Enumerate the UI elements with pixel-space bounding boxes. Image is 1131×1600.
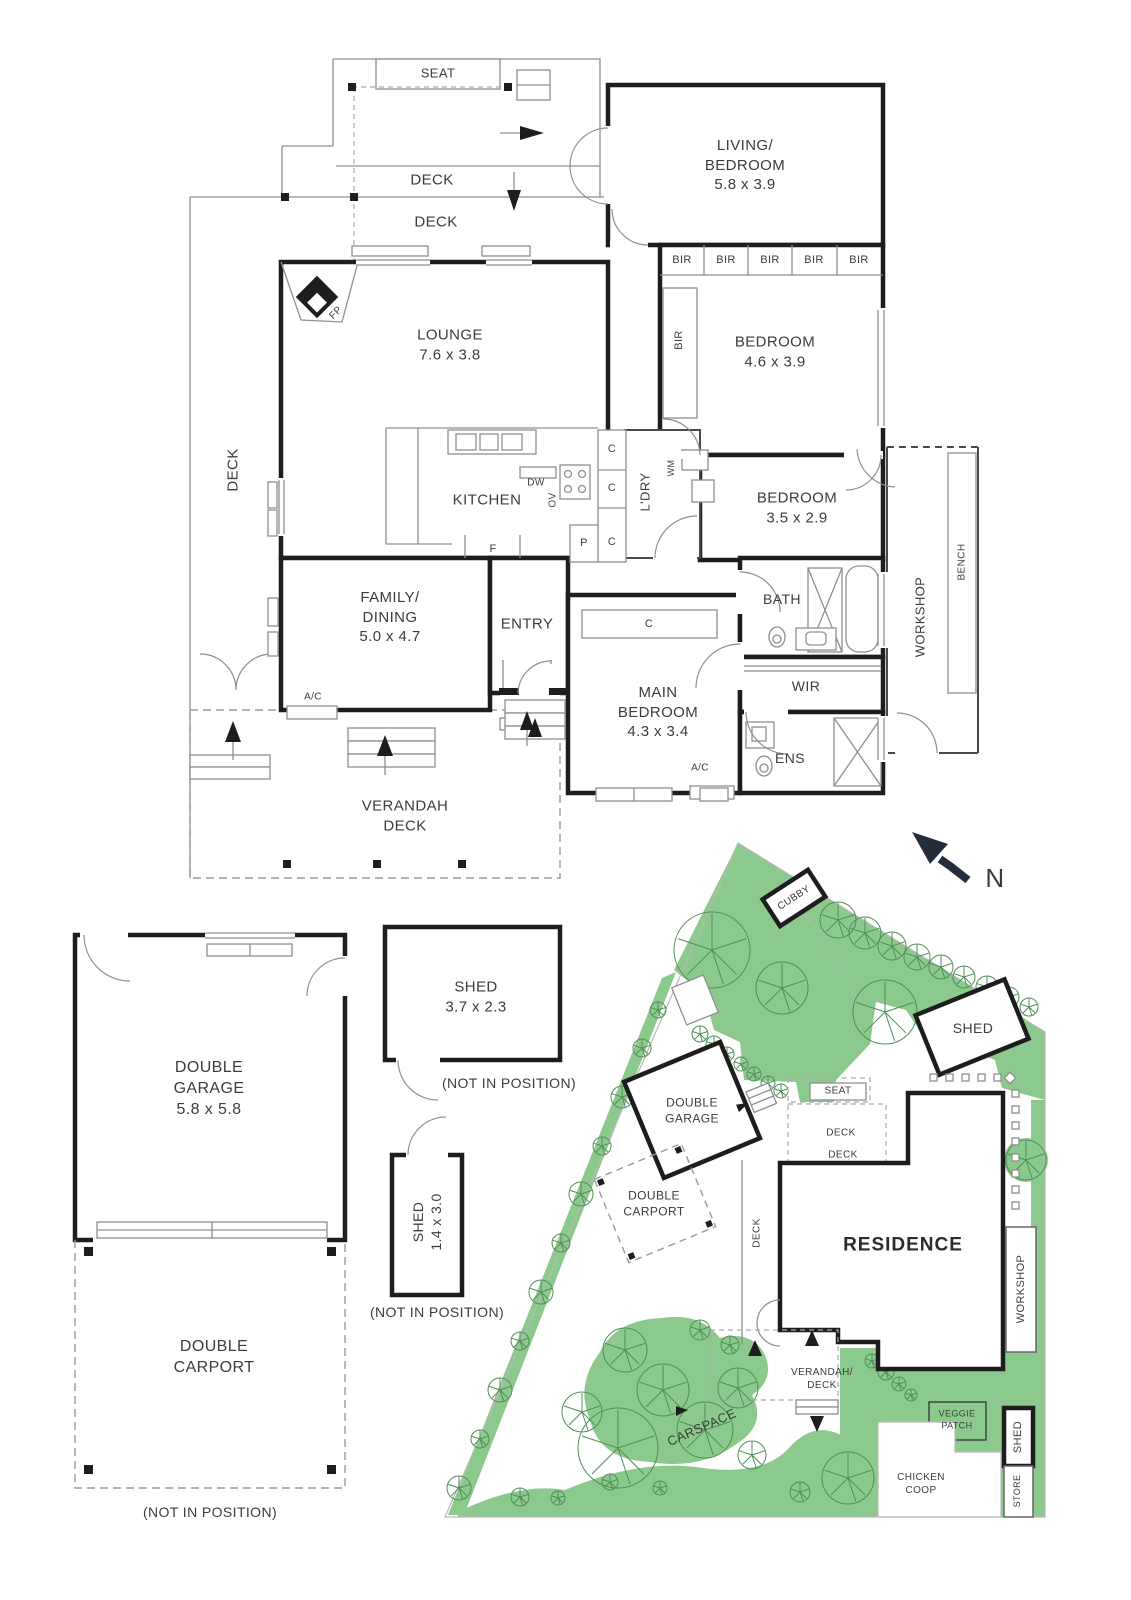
site-store-box [1003, 1465, 1034, 1518]
label-workshop: WORKSHOP [912, 576, 928, 658]
label-site-residence: RESIDENCE [843, 1234, 963, 1256]
label-seat: SEAT [420, 65, 456, 81]
site-seat-box [809, 1082, 867, 1101]
label-entry: ENTRY [500, 615, 554, 633]
site-garage-box [621, 1039, 763, 1181]
label-ac-1: A/C [304, 691, 322, 703]
cubby-box [759, 866, 829, 930]
label-wm: WM [666, 459, 677, 477]
label-site-store: STORE [1012, 1474, 1023, 1508]
label-bir-3: BIR [760, 253, 780, 266]
outbuilding-carport [74, 1240, 346, 1489]
site-workshop-box [1005, 1226, 1037, 1353]
label-bir-vertical: BIR [672, 330, 685, 350]
label-c2: C [607, 481, 617, 494]
label-wir: WIR [791, 677, 821, 694]
label-ens: ENS [775, 749, 805, 766]
label-bir-1: BIR [672, 253, 692, 266]
label-site-shed-bottom: SHED [1011, 1420, 1024, 1454]
label-p: P [580, 536, 588, 549]
label-ov: OV [547, 492, 559, 508]
label-shed-large-note: (NOT IN POSITION) [441, 1074, 577, 1091]
label-bir-2: BIR [716, 253, 736, 266]
site-chicken-area [877, 1421, 1002, 1518]
label-site-deck1: DECK [826, 1127, 856, 1139]
label-f: F [489, 542, 497, 555]
label-laundry: L'DRY [637, 472, 653, 512]
label-north: N [985, 863, 1005, 894]
label-deck-left: DECK [224, 448, 242, 492]
label-c4: C [644, 617, 654, 630]
label-bir-5: BIR [849, 253, 869, 266]
floorplan-arrows [225, 126, 544, 775]
label-site-deck2: DECK [828, 1149, 858, 1161]
label-kitchen: KITCHEN [452, 491, 522, 509]
site-residence-outline [777, 1090, 1006, 1372]
label-deck-upper: DECK [410, 171, 454, 189]
label-site-seat: SEAT [824, 1085, 852, 1097]
siteplan-structures [593, 866, 1037, 1518]
site-veggie-box [928, 1401, 987, 1441]
label-bir-4: BIR [804, 253, 824, 266]
label-site-verandah: VERANDAH/DECK [791, 1367, 853, 1391]
label-bath: BATH [763, 590, 801, 607]
label-ac-2: A/C [691, 762, 709, 774]
label-site-shed-top: SHED [952, 1019, 994, 1036]
label-bench: BENCH [956, 543, 968, 581]
label-deck-mid: DECK [414, 213, 458, 231]
label-site-deck3: DECK [751, 1218, 763, 1248]
floorplan-interior [280, 245, 883, 800]
label-c3: C [607, 535, 617, 548]
floorplan-openings [199, 126, 939, 802]
outbuilding-garage [72, 931, 349, 1244]
label-site-workshop: WORKSHOP [1014, 1254, 1027, 1324]
label-carport-note: (NOT IN POSITION) [142, 1503, 278, 1520]
label-dw: DW [527, 477, 545, 489]
north-arrow-icon [912, 832, 971, 884]
label-c1: C [607, 442, 617, 455]
outbuilding-sheds [382, 924, 563, 1298]
site-shed-top-box [912, 976, 1032, 1078]
label-shed-small-note: (NOT IN POSITION) [369, 1303, 505, 1320]
